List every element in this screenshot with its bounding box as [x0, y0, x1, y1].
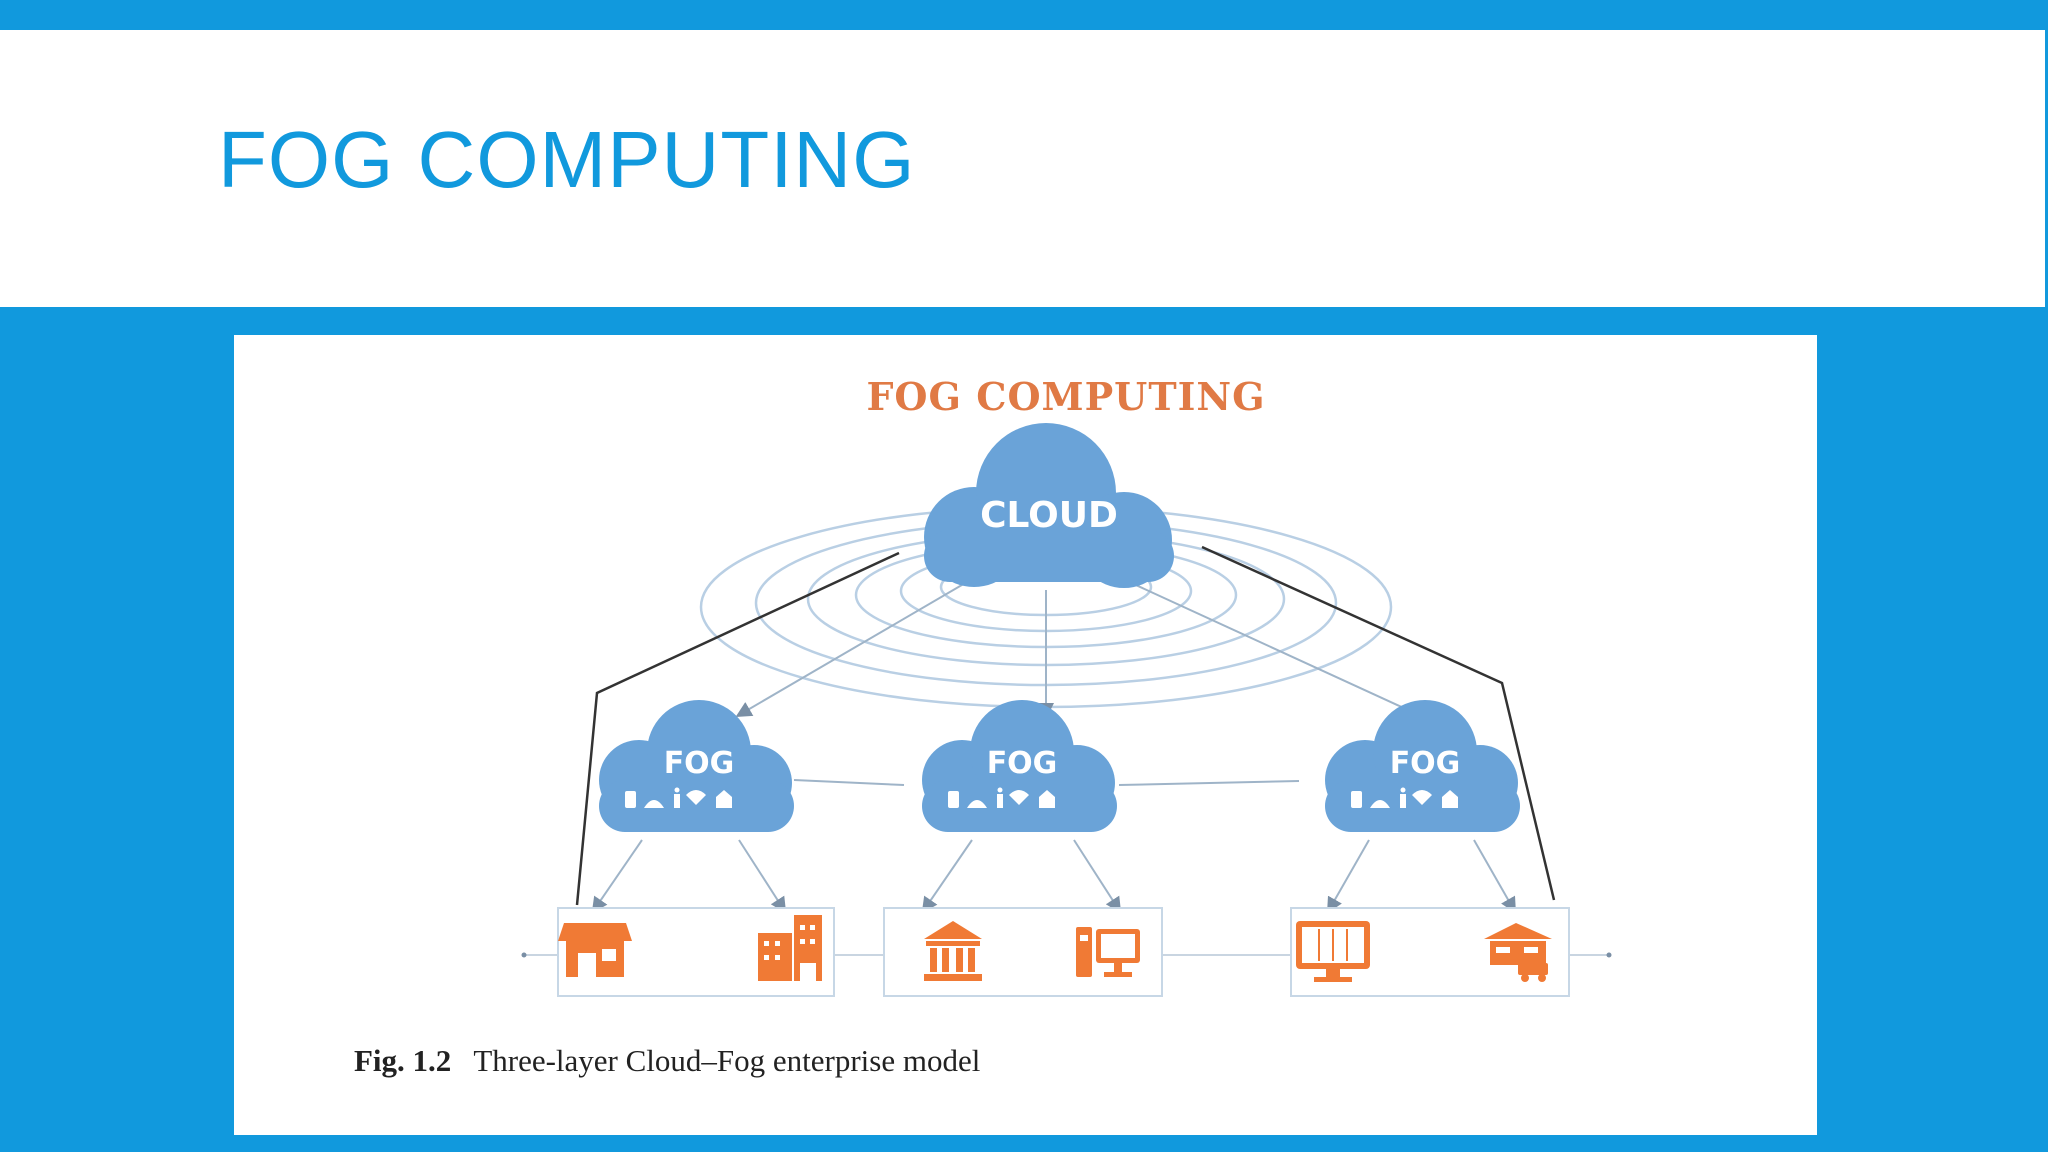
fog-device-icons-2 [948, 787, 1055, 808]
figure-caption: Fig. 1.2 Three-layer Cloud–Fog enterprise… [354, 1043, 980, 1079]
fog-device-icons-3 [1351, 787, 1458, 808]
cloud-fog-diagram: FOG COMPUTING [521, 374, 1612, 997]
fog-node-2: FOG [922, 700, 1117, 832]
slide-title: FOG COMPUTING [218, 115, 916, 204]
cloud-fog-links [735, 574, 1423, 719]
figure-number: Fig. 1.2 [354, 1043, 452, 1078]
store-icon [558, 923, 632, 977]
cloud-label: CLOUD [980, 495, 1118, 536]
fog-fog-links [793, 779, 1300, 786]
fog-label-3: FOG [1390, 746, 1461, 781]
desktop-computer-icon [1076, 927, 1140, 977]
fog-label-1: FOG [664, 746, 735, 781]
fog-node-1: FOG [599, 700, 794, 832]
top-accent-band [0, 0, 2048, 30]
title-area [0, 30, 2045, 307]
diagram-heading: FOG COMPUTING [866, 374, 1265, 419]
figure-panel: FOG COMPUTING [234, 335, 1817, 1135]
figure-caption-text: Three-layer Cloud–Fog enterprise model [473, 1043, 981, 1078]
monitor-icon [1296, 921, 1370, 982]
device-boxes [557, 907, 1570, 997]
fog-device-links [591, 839, 1516, 914]
office-building-icon [758, 915, 822, 981]
baseline-end-right [1606, 952, 1612, 958]
baseline-end-left [521, 952, 527, 958]
fog-device-icons-1 [625, 787, 732, 808]
fog-node-3: FOG [1325, 700, 1520, 832]
warehouse-delivery-icon [1484, 923, 1552, 982]
hierarchy-lines [575, 545, 1556, 906]
cloud-node: CLOUD [924, 423, 1174, 588]
bank-icon [924, 921, 982, 981]
fog-label-2: FOG [987, 746, 1058, 781]
